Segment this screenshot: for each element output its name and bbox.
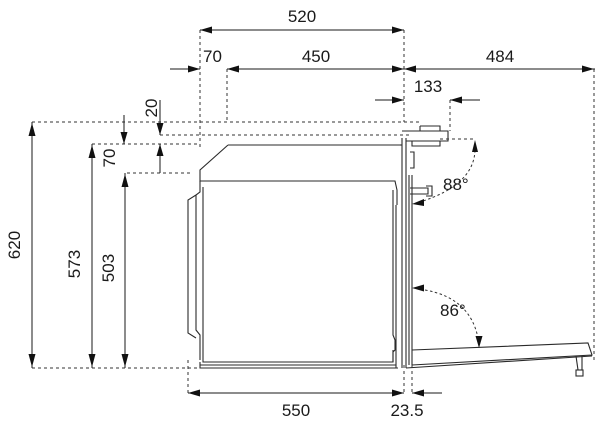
dim-20: 20 [142, 99, 164, 135]
label-133: 133 [414, 77, 442, 96]
control-panel-handle [402, 125, 449, 365]
angle-88: 88° [412, 138, 478, 206]
label-520: 520 [288, 7, 316, 26]
dim-133: 133 [375, 77, 480, 104]
label-70-horizontal: 70 [203, 47, 222, 66]
dim-550: 550 [188, 389, 404, 420]
dim-520: 520 [200, 7, 404, 34]
dim-70-vertical: 70 [100, 115, 164, 173]
angle-86: 86° [412, 284, 483, 348]
label-86-degrees: 86° [440, 301, 466, 320]
label-450: 450 [302, 47, 330, 66]
label-620: 620 [5, 231, 24, 259]
label-23-5: 23.5 [390, 401, 423, 420]
dim-503: 503 [99, 173, 129, 368]
label-550: 550 [282, 401, 310, 420]
label-484: 484 [486, 47, 514, 66]
label-20: 20 [142, 99, 161, 118]
reference-lines [32, 30, 595, 394]
dim-573: 573 [65, 144, 96, 368]
dim-23-5: 23.5 [390, 389, 442, 420]
label-503: 503 [99, 254, 118, 282]
oven-body [187, 138, 407, 369]
open-door [405, 342, 593, 377]
dim-620: 620 [5, 122, 36, 368]
dim-70-450-484: 70 450 484 [170, 47, 595, 73]
label-88-degrees: 88° [443, 175, 469, 194]
label-573: 573 [65, 250, 84, 278]
label-70-vertical: 70 [100, 149, 119, 168]
